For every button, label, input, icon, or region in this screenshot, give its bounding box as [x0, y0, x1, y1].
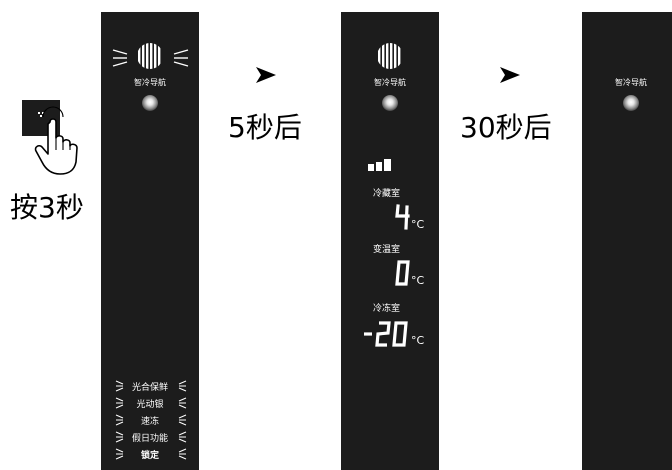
- chevron-left-icon: [178, 448, 187, 460]
- chevron-right-icon: [115, 448, 124, 460]
- menu-item-light-silver[interactable]: 光动银: [101, 395, 199, 411]
- display-panel-5s: 智冷导航 冷藏室 °C 变温室 °C 冷冻室 °C: [341, 12, 439, 470]
- blink-rays-right-icon: [173, 49, 189, 67]
- temp-bars-icon: [368, 159, 391, 171]
- button-mark-icon: [38, 112, 44, 117]
- blink-rays-left-icon: [112, 49, 128, 67]
- arrow-right-icon: [256, 67, 276, 83]
- mode-label: 智冷导航: [374, 78, 406, 87]
- smart-cool-icon: [378, 43, 401, 69]
- temp-unit-variable: °C: [411, 274, 425, 287]
- mode-label: 智冷导航: [134, 78, 166, 87]
- temp-unit-freezer: °C: [411, 334, 425, 347]
- chevron-right-icon: [115, 397, 124, 409]
- temp-readout-fridge: [395, 204, 410, 230]
- instruction-text: 按3秒: [10, 191, 84, 224]
- hand-pointer-icon: [34, 106, 78, 175]
- temp-readout-freezer: [364, 321, 408, 347]
- mode-label: 智冷导航: [615, 78, 647, 87]
- indicator-light-icon: [382, 95, 398, 111]
- menu-item-quick-freeze[interactable]: 速冻: [101, 412, 199, 428]
- chevron-right-icon: [115, 414, 124, 426]
- indicator-light-icon: [623, 95, 639, 111]
- menu-item-light-fresh[interactable]: 光合保鲜: [101, 378, 199, 394]
- temp-readout-variable: [395, 260, 410, 286]
- step-label-30s: 30秒后: [460, 111, 552, 144]
- arrow-right-icon: [500, 67, 520, 83]
- compartment-label-variable: 变温室: [373, 245, 401, 255]
- chevron-left-icon: [178, 414, 187, 426]
- chevron-left-icon: [178, 397, 187, 409]
- chevron-left-icon: [178, 380, 187, 392]
- menu-item-lock[interactable]: 锁定: [101, 446, 199, 462]
- step-label-5s: 5秒后: [228, 111, 302, 144]
- button-illustration: [22, 100, 82, 175]
- chevron-right-icon: [115, 380, 124, 392]
- smart-cool-icon: [138, 43, 161, 69]
- temp-unit-fridge: °C: [411, 218, 425, 231]
- display-panel-initial: 智冷导航 光合保鲜 光动银 速冻 假日功能 锁定: [101, 12, 199, 470]
- chevron-left-icon: [178, 431, 187, 443]
- compartment-label-freezer: 冷冻室: [373, 304, 401, 314]
- indicator-light-icon: [142, 95, 158, 111]
- compartment-label-fridge: 冷藏室: [373, 189, 401, 199]
- menu-item-holiday[interactable]: 假日功能: [101, 429, 199, 445]
- display-panel-30s: 智冷导航: [582, 12, 672, 470]
- chevron-right-icon: [115, 431, 124, 443]
